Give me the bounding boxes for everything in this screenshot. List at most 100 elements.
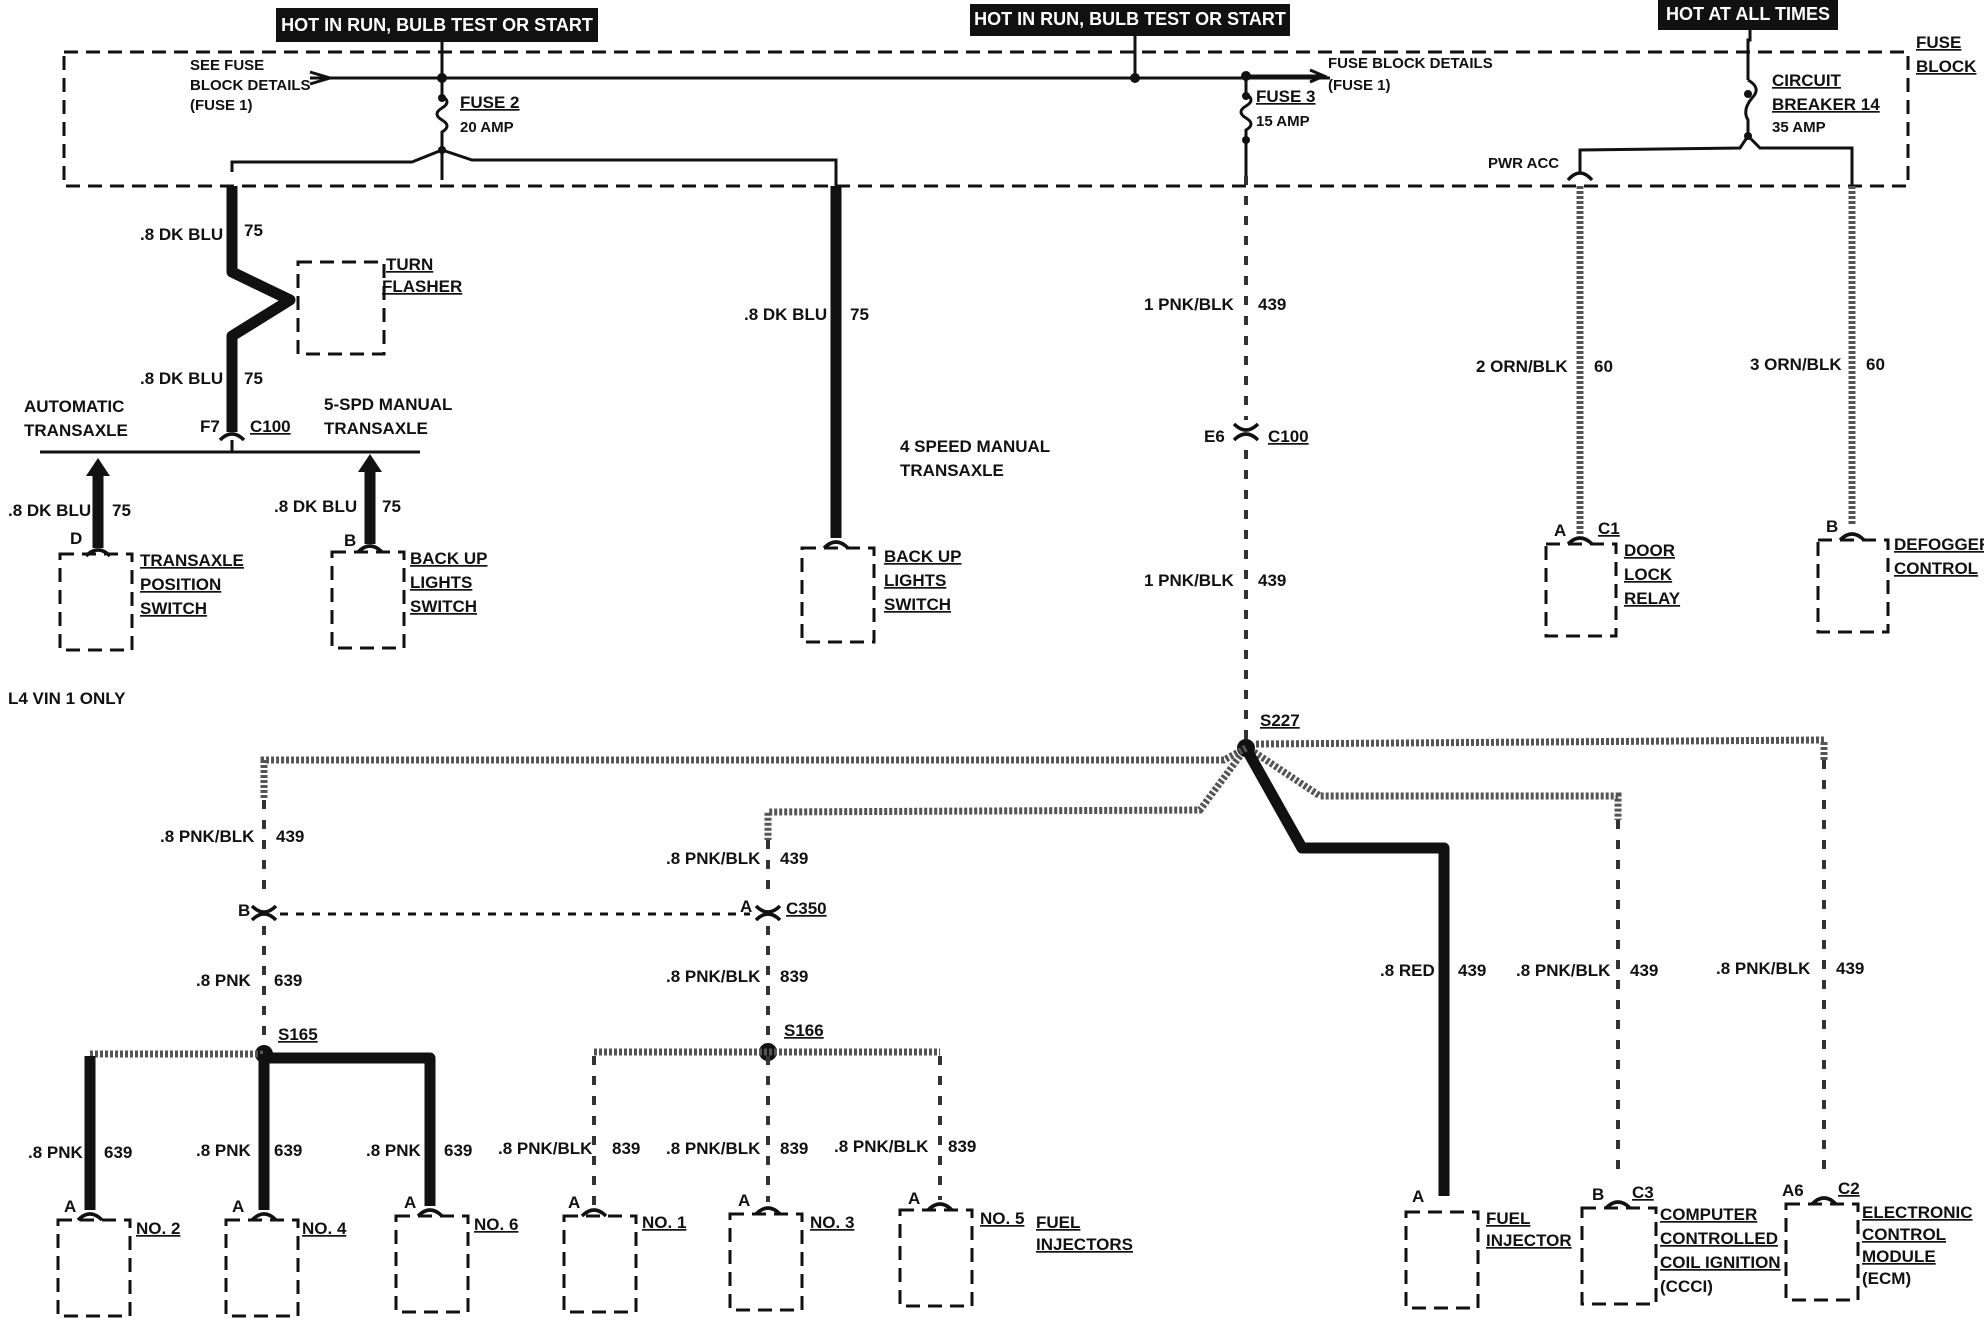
ecm-box bbox=[1784, 1202, 1860, 1302]
right-wire2-circuit: 60 bbox=[1866, 355, 1885, 374]
auto-trans-2: TRANSAXLE bbox=[24, 421, 128, 440]
inj-no1-box bbox=[562, 1214, 638, 1314]
inj-no6-wire-label: .8 PNK bbox=[366, 1141, 422, 1160]
inj-no5-connector bbox=[926, 1202, 954, 1212]
ecm-pin: A6 bbox=[1782, 1181, 1804, 1200]
inj-no1-connector bbox=[580, 1208, 608, 1218]
turn-flasher-1: TURN bbox=[386, 255, 433, 274]
inj-no1-wire-circuit: 839 bbox=[612, 1139, 640, 1158]
center-wire-a-circuit: 439 bbox=[1258, 295, 1286, 314]
injector-no5: A NO. 5 bbox=[898, 1189, 1024, 1308]
inj-no5-pin: A bbox=[908, 1189, 920, 1208]
wire1-circuit: 75 bbox=[244, 221, 263, 240]
injector-no3: A NO. 3 bbox=[728, 1191, 854, 1312]
see-fuse-1: SEE FUSE bbox=[190, 57, 264, 74]
inj-no3-box bbox=[728, 1212, 804, 1312]
ccci-component: B C3 COMPUTER CONTROLLED COIL IGNITION (… bbox=[1580, 1183, 1781, 1306]
wire-red-439 bbox=[1243, 749, 1450, 1196]
see-fuse-2: BLOCK DETAILS bbox=[190, 77, 311, 94]
c350-connector-b bbox=[250, 904, 278, 922]
dlr-line2: LOCK bbox=[1624, 565, 1673, 584]
lower-left-wire-label: .8 PNK/BLK bbox=[160, 827, 255, 846]
fi-box bbox=[1404, 1210, 1480, 1310]
wire-s227-left-bus bbox=[260, 744, 1248, 800]
inj-no6-box bbox=[394, 1214, 470, 1314]
manual5-1: 5-SPD MANUAL bbox=[324, 395, 452, 414]
cb-line2: BREAKER 14 bbox=[1772, 95, 1880, 114]
ccci-wire-circuit: 439 bbox=[1630, 961, 1658, 980]
bul2-connector bbox=[822, 540, 850, 550]
w639-circuit: 639 bbox=[274, 971, 302, 990]
w839-label: .8 PNK/BLK bbox=[666, 967, 761, 986]
s165-label: S165 bbox=[278, 1025, 318, 1044]
turn-flasher-box bbox=[296, 260, 386, 356]
def-connector bbox=[1838, 532, 1866, 542]
header-middle: HOT IN RUN, BULB TEST OR START bbox=[970, 4, 1290, 36]
wire1-label: .8 DK BLU bbox=[140, 225, 223, 244]
fuse3-name: FUSE 3 bbox=[1256, 87, 1316, 106]
def-pin: B bbox=[1826, 517, 1838, 536]
fuse3-dot-bottom bbox=[1242, 136, 1250, 144]
inj-no3-wire-circuit: 839 bbox=[780, 1139, 808, 1158]
inj-no3-connector bbox=[754, 1206, 782, 1216]
header-left: HOT IN RUN, BULB TEST OR START bbox=[276, 8, 598, 42]
inj-no5-label: NO. 5 bbox=[980, 1209, 1024, 1228]
fuse-details-arrow bbox=[1245, 68, 1328, 84]
c350-pin-b: B bbox=[238, 901, 250, 920]
inj-no2-wire-circuit: 639 bbox=[104, 1143, 132, 1162]
fuse2-dot-top bbox=[438, 94, 446, 102]
pwr-acc-label: PWR ACC bbox=[1488, 155, 1559, 172]
wire4-label: .8 DK BLU bbox=[274, 497, 357, 516]
ccci-line3: COIL IGNITION bbox=[1660, 1253, 1781, 1272]
cb-line1: CIRCUIT bbox=[1772, 71, 1842, 90]
ccci-wire-label: .8 PNK/BLK bbox=[1516, 961, 1611, 980]
bul-connector bbox=[356, 544, 384, 554]
def-box bbox=[1816, 538, 1890, 634]
red-wire-circuit: 439 bbox=[1458, 961, 1486, 980]
wire4-circuit: 75 bbox=[382, 497, 401, 516]
see-fuse-arrow bbox=[309, 70, 336, 86]
right-wire2-label: 3 ORN/BLK bbox=[1750, 355, 1842, 374]
mid-wire-label: .8 DK BLU bbox=[744, 305, 827, 324]
wire-s227-ccci-bus bbox=[1252, 749, 1622, 820]
transaxle-branch bbox=[40, 440, 420, 454]
inj-no2-wire-label: .8 PNK bbox=[28, 1143, 84, 1162]
header-right: HOT AT ALL TIMES bbox=[1658, 0, 1838, 30]
mid-wire-circuit: 75 bbox=[850, 305, 869, 324]
wire3-circuit: 75 bbox=[112, 501, 131, 520]
auto-trans-1: AUTOMATIC bbox=[24, 397, 124, 416]
ecm-connector bbox=[1810, 1196, 1838, 1206]
fuel-injector-component: A FUEL INJECTOR bbox=[1404, 1187, 1572, 1310]
header-middle-text: HOT IN RUN, BULB TEST OR START bbox=[974, 9, 1286, 29]
c100-connector-center bbox=[1232, 422, 1260, 442]
fuse-details-1: FUSE BLOCK DETAILS bbox=[1328, 55, 1493, 72]
ecm-line2: CONTROL bbox=[1862, 1225, 1946, 1244]
fuse3-rating: 15 AMP bbox=[1256, 113, 1310, 130]
tps-arrow bbox=[86, 458, 110, 476]
bul-line2: LIGHTS bbox=[410, 573, 472, 592]
inj-no6-pin: A bbox=[404, 1193, 416, 1212]
tps-box bbox=[58, 552, 134, 652]
inj-no5-wire-circuit: 839 bbox=[948, 1137, 976, 1156]
cb-rating: 35 AMP bbox=[1772, 119, 1826, 136]
fi-line2: INJECTOR bbox=[1486, 1231, 1572, 1250]
red-wire-label: .8 RED bbox=[1380, 961, 1435, 980]
l4-note: L4 VIN 1 ONLY bbox=[8, 689, 126, 708]
right-wire1-circuit: 60 bbox=[1594, 357, 1613, 376]
inj-no5-wire-label: .8 PNK/BLK bbox=[834, 1137, 929, 1156]
ecm-component: A6 C2 ELECTRONIC CONTROL MODULE (ECM) bbox=[1782, 1179, 1973, 1302]
ccci-box bbox=[1580, 1206, 1658, 1306]
def-line2: CONTROL bbox=[1894, 559, 1978, 578]
cb-feed bbox=[1746, 30, 1752, 80]
bul-pin: B bbox=[344, 531, 356, 550]
fi-pin: A bbox=[1412, 1187, 1424, 1206]
manual4-2: TRANSAXLE bbox=[900, 461, 1004, 480]
right-wire1-label: 2 ORN/BLK bbox=[1476, 357, 1568, 376]
fuse2-output bbox=[230, 148, 838, 186]
c350-name: C350 bbox=[786, 899, 827, 918]
inj-no2-pin: A bbox=[64, 1197, 76, 1216]
dlr-line1: DOOR bbox=[1624, 541, 1675, 560]
fuel-injectors-1: FUEL bbox=[1036, 1213, 1080, 1232]
pwr-acc-connector bbox=[1566, 171, 1594, 182]
